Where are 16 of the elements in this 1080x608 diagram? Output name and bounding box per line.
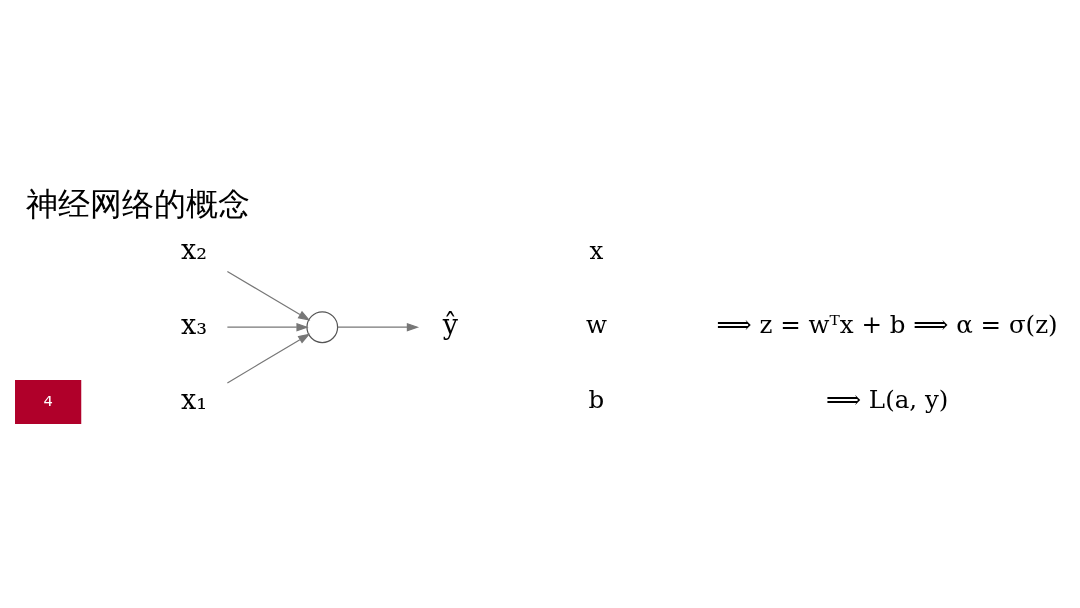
label: ⟹ L(a, y) [825, 384, 949, 414]
arrow [226, 322, 309, 331]
arrow [226, 333, 311, 384]
node-text: ŷ [442, 308, 459, 340]
label: b [588, 384, 605, 414]
label: 4 [43, 391, 53, 409]
arrow [226, 270, 311, 321]
node-text: x₂ [181, 233, 208, 265]
node-text: x₁ [181, 383, 208, 415]
node-circle [306, 310, 339, 343]
diagram-title: 神经网络的概念 [25, 184, 250, 223]
node-text: x₃ [181, 308, 208, 340]
label: w [585, 309, 607, 339]
label: x [589, 235, 604, 264]
label: ⟹ z = wᵀx + b ⟹ α = σ(z) [716, 309, 1058, 339]
arrow [337, 322, 420, 331]
